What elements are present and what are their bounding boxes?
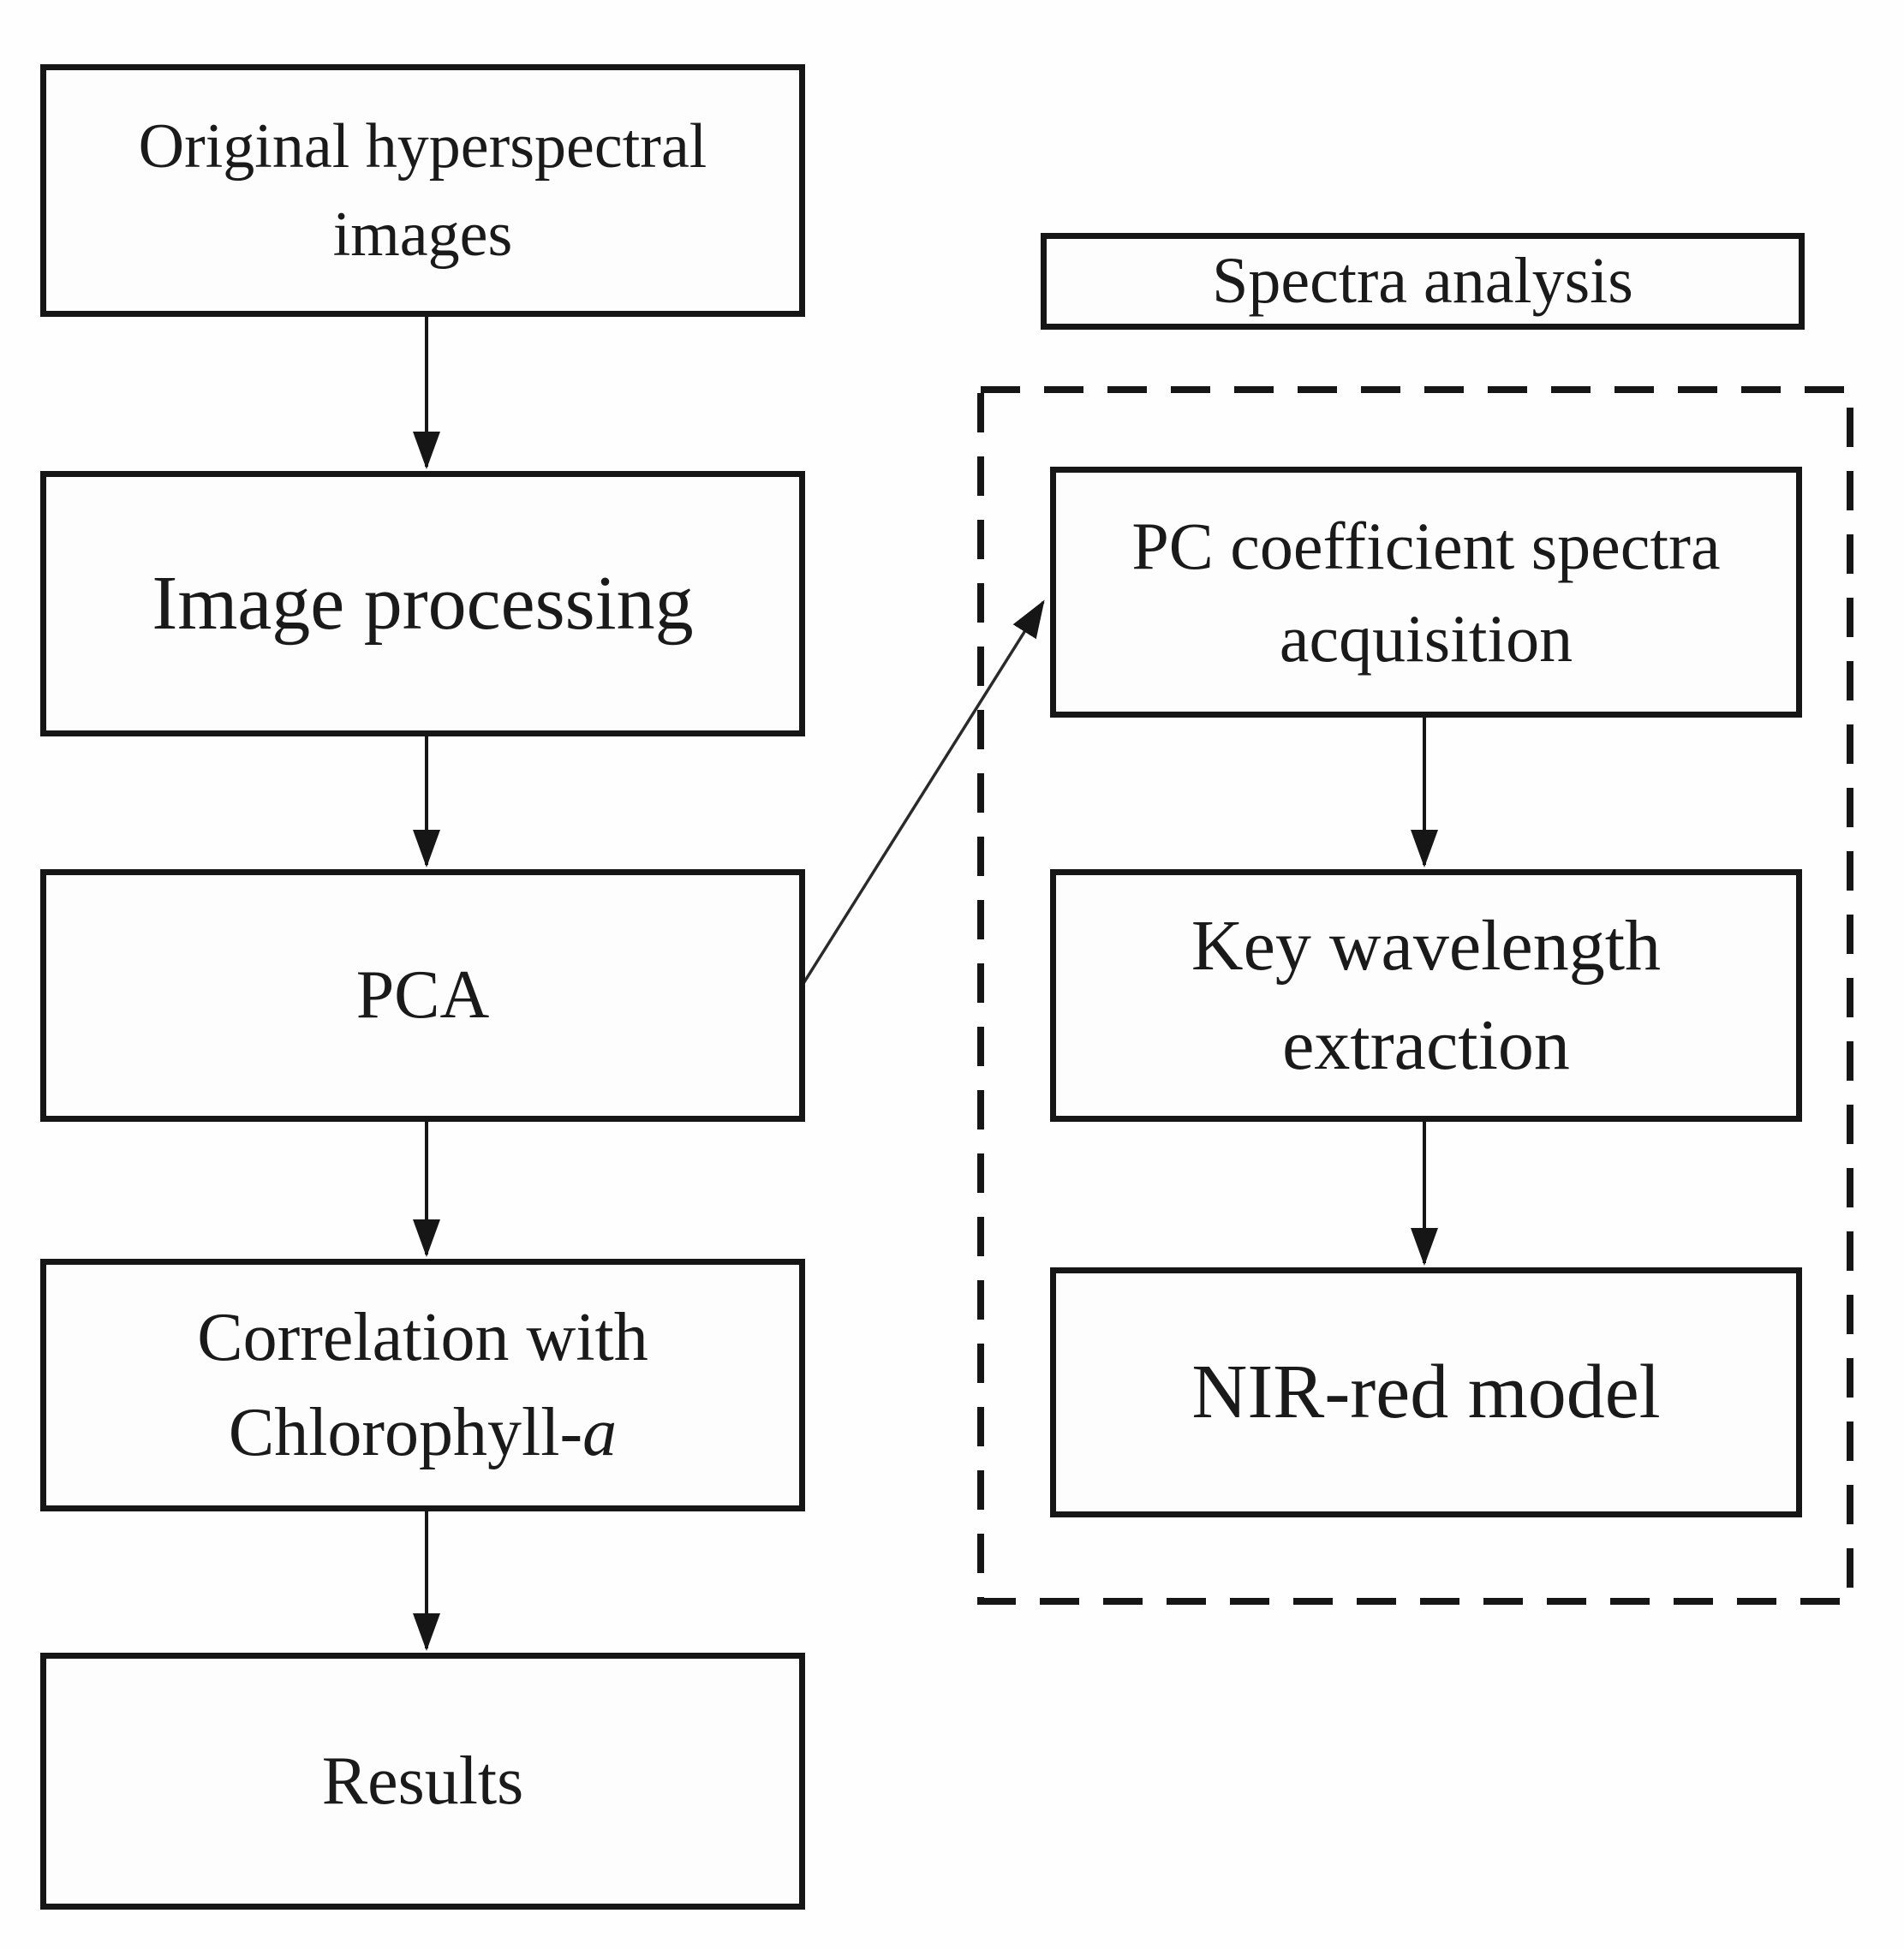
box-label-line: Chlorophyll-a: [229, 1386, 617, 1480]
arrow-pca-to-pc-coefficient: [801, 599, 1045, 986]
box-label: Results: [321, 1743, 524, 1819]
flow-box-original-hyperspectral-images: Original hyperspectral images: [40, 64, 805, 317]
box-label: Spectra analysis: [1212, 245, 1633, 318]
flow-box-correlation-chlorophyll-a: Correlation with Chlorophyll-a: [40, 1259, 805, 1511]
box-label: PCA: [355, 957, 490, 1034]
flow-box-results: Results: [40, 1653, 805, 1910]
spectra-analysis-header: Spectra analysis: [1041, 233, 1805, 330]
box-label-line: Original hyperspectral: [138, 111, 707, 182]
box-label-line: acquisition: [1279, 600, 1573, 676]
box-label-line: extraction: [1282, 1004, 1570, 1085]
box-label-segment: Chlorophyll-: [228, 1394, 583, 1470]
flow-box-key-wavelength-extraction: Key wavelength extraction: [1050, 869, 1802, 1122]
box-label-line: images: [332, 199, 513, 270]
flow-box-image-processing: Image processing: [40, 471, 805, 736]
box-label-line: Correlation with: [197, 1300, 648, 1376]
flow-box-pc-coefficient-spectra-acquisition: PC coefficient spectra acquisition: [1050, 467, 1802, 718]
box-label: NIR-red model: [1191, 1349, 1661, 1434]
box-label-line: Key wavelength: [1191, 905, 1662, 986]
box-label: Image processing: [152, 560, 694, 646]
flow-box-pca: PCA: [40, 869, 805, 1122]
box-label-italic-segment: a: [582, 1394, 618, 1470]
box-label-line: PC coefficient spectra: [1131, 508, 1721, 583]
flow-box-nir-red-model: NIR-red model: [1050, 1267, 1802, 1517]
